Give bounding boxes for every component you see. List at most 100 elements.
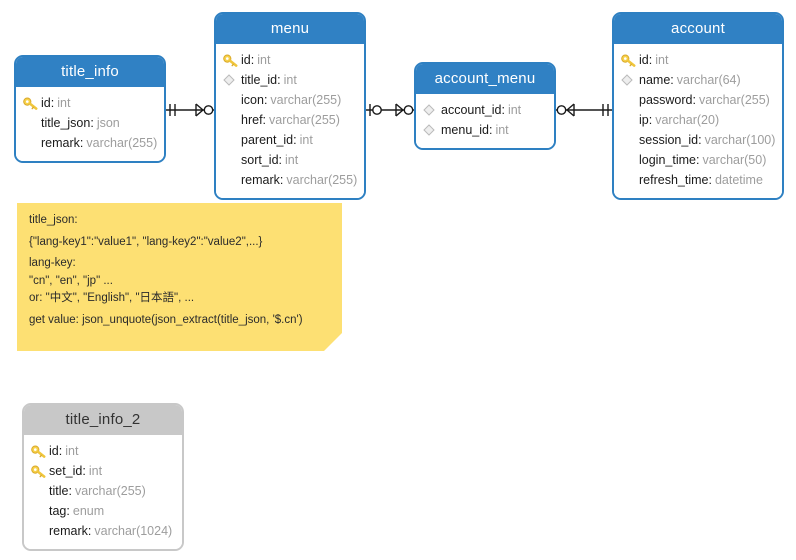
field-icon-none <box>223 152 241 168</box>
field-row[interactable]: sort_id:int <box>216 150 364 170</box>
field-row[interactable]: remark:varchar(1024) <box>24 521 182 541</box>
field-name: remark <box>49 524 88 538</box>
field-icon-none <box>223 132 241 148</box>
diamond-icon <box>223 72 241 88</box>
field-type: int <box>507 103 522 117</box>
field-row[interactable]: tag:enum <box>24 501 182 521</box>
field-type: varchar(255) <box>286 173 358 187</box>
field-icon-none <box>621 112 639 128</box>
field-separator: : <box>708 173 712 187</box>
field-name: id <box>49 444 59 458</box>
field-type: varchar(64) <box>676 73 741 87</box>
field-row[interactable]: menu_id:int <box>416 120 554 140</box>
entity-title-title_info: title_info <box>16 57 164 87</box>
field-separator: : <box>648 53 653 67</box>
field-name: title_json <box>41 116 91 130</box>
field-row[interactable]: remark:varchar(255) <box>16 133 164 153</box>
field-separator: : <box>488 123 493 137</box>
relationship-account_menu-account[interactable] <box>556 103 612 117</box>
field-name: account_id <box>441 103 502 117</box>
field-row[interactable]: id:int <box>24 441 182 461</box>
field-row[interactable]: parent_id:int <box>216 130 364 150</box>
field-row[interactable]: id:int <box>16 93 164 113</box>
field-row[interactable]: title_json:json <box>16 113 164 133</box>
field-type: datetime <box>714 173 763 187</box>
diamond-icon <box>423 122 441 138</box>
field-icon-none <box>23 115 41 131</box>
field-name: remark <box>41 136 80 150</box>
diamond-icon <box>423 102 441 118</box>
field-type: varchar(20) <box>655 113 720 127</box>
field-type: varchar(255) <box>86 136 158 150</box>
key-icon <box>31 443 49 459</box>
field-type: varchar(255) <box>269 113 340 127</box>
field-row[interactable]: ip:varchar(20) <box>614 110 782 130</box>
field-type: json <box>96 116 120 130</box>
field-name: id <box>639 53 649 67</box>
field-separator: : <box>262 113 267 127</box>
field-separator: : <box>293 133 297 147</box>
field-icon-none <box>621 152 639 168</box>
field-row[interactable]: href:varchar(255) <box>216 110 364 130</box>
field-row[interactable]: set_id:int <box>24 461 182 481</box>
field-name: password <box>639 93 693 107</box>
field-row[interactable]: title_id:int <box>216 70 364 90</box>
field-type: varchar(50) <box>702 153 767 167</box>
diamond-icon <box>621 72 639 88</box>
field-row[interactable]: title:varchar(255) <box>24 481 182 501</box>
field-type: int <box>57 96 71 110</box>
field-icon-none <box>621 92 639 108</box>
field-separator: : <box>87 524 92 538</box>
field-type: enum <box>72 504 105 518</box>
field-row[interactable]: name:varchar(64) <box>614 70 782 90</box>
key-icon <box>621 52 639 68</box>
field-name: id <box>41 96 51 110</box>
field-separator: : <box>692 93 696 107</box>
field-name: sort_id <box>241 153 279 167</box>
field-name: ip <box>639 113 649 127</box>
field-separator: : <box>698 133 702 147</box>
relationship-title_info-menu[interactable] <box>166 103 214 117</box>
field-type: varchar(255) <box>74 484 146 498</box>
field-row[interactable]: refresh_time:datetime <box>614 170 782 190</box>
field-type: int <box>495 123 509 137</box>
field-separator: : <box>695 153 700 167</box>
field-row[interactable]: account_id:int <box>416 100 554 120</box>
field-row[interactable]: password:varchar(255) <box>614 90 782 110</box>
field-row[interactable]: remark:varchar(255) <box>216 170 364 190</box>
field-separator: : <box>68 484 72 498</box>
field-row[interactable]: login_time:varchar(50) <box>614 150 782 170</box>
field-icon-none <box>223 112 241 128</box>
field-row[interactable]: session_id:varchar(100) <box>614 130 782 150</box>
field-type: int <box>65 444 79 458</box>
field-name: session_id <box>639 133 699 147</box>
note-line: get value: json_unquote(json_extract(tit… <box>29 313 303 326</box>
note-line: {"lang-key1":"value1", "lang-key2":"valu… <box>29 235 263 248</box>
sticky-note-title_json-note[interactable]: title_json:{"lang-key1":"value1", "lang-… <box>17 203 342 351</box>
field-separator: : <box>648 113 653 127</box>
field-separator: : <box>90 116 94 130</box>
entity-title-account_menu: account_menu <box>416 64 554 94</box>
field-name: title_id <box>241 73 278 87</box>
field-type: int <box>655 53 669 67</box>
field-icon-none <box>621 132 639 148</box>
field-row[interactable]: id:int <box>216 50 364 70</box>
note-fold-corner-icon <box>324 333 342 351</box>
entity-title-account: account <box>614 14 782 44</box>
field-row[interactable]: id:int <box>614 50 782 70</box>
field-row[interactable]: icon:varchar(255) <box>216 90 364 110</box>
field-separator: : <box>279 173 284 187</box>
field-name: href <box>241 113 263 127</box>
note-content: title_json:{"lang-key1":"value1", "lang-… <box>17 203 342 336</box>
relationship-menu-account_menu[interactable] <box>366 103 414 117</box>
